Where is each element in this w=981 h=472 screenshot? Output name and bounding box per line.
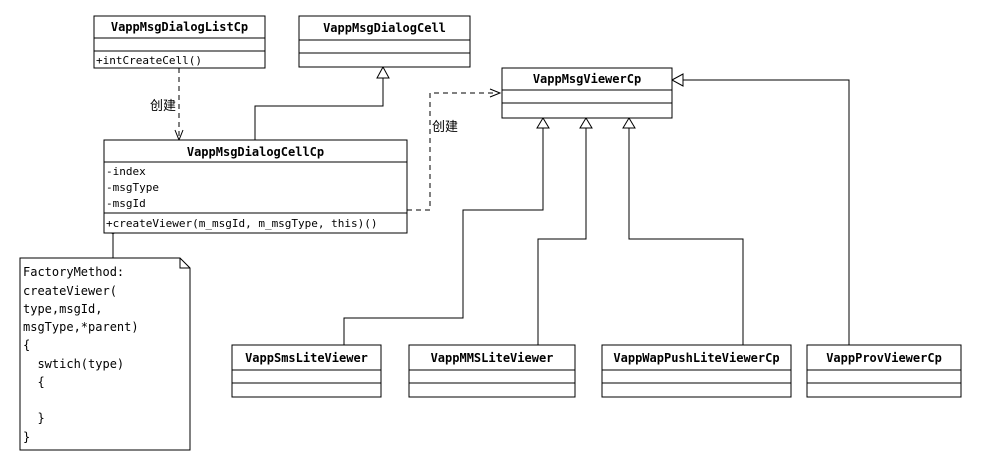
class-vappmsgdialogcell[interactable]: VappMsgDialogCell [298, 15, 471, 68]
class-attribute: -msgId [106, 197, 146, 210]
class-name: VappMsgDialogCellCp [187, 145, 324, 159]
class-name: VappWapPushLiteViewerCp [613, 351, 779, 365]
class-vappmsgdialoglistcp[interactable]: VappMsgDialogListCp +intCreateCell() [93, 15, 266, 69]
note-line: { [23, 338, 30, 352]
inheritance-sms-to-viewer [343, 117, 550, 345]
create-dependency-list-to-cellcp [174, 68, 184, 142]
class-vappmsgviewercp[interactable]: VappMsgViewerCp [501, 67, 673, 119]
class-name: VappMMSLiteViewer [431, 351, 554, 365]
note-factory-method[interactable]: FactoryMethod: createViewer( type,msgId,… [19, 257, 191, 451]
note-line: type,msgId, [23, 302, 102, 316]
create-label-2: 创建 [432, 120, 458, 135]
create-label-1: 创建 [150, 99, 176, 114]
class-name: VappMsgViewerCp [533, 72, 641, 86]
inheritance-mms-to-viewer [537, 117, 593, 345]
class-name: VappMsgDialogCell [323, 21, 446, 35]
inheritance-wap-to-viewer [622, 117, 744, 345]
inheritance-cellcp-to-dialogcell [254, 65, 390, 140]
class-vappmsgdialogcellcp[interactable]: VappMsgDialogCellCp -index -msgType -msg… [103, 139, 408, 234]
class-attribute: -index [106, 165, 146, 178]
note-line: } [23, 430, 30, 444]
class-vappsmsliteviewer[interactable]: VappSmsLiteViewer [231, 344, 382, 398]
class-method: +createViewer(m_msgId, m_msgType, this)(… [106, 217, 378, 230]
class-name: VappMsgDialogListCp [111, 20, 248, 34]
note-line: msgType,*parent) [23, 320, 139, 334]
note-line: createViewer( [23, 284, 117, 298]
note-line: swtich(type) [23, 357, 124, 371]
class-vappwappushliteviewercp[interactable]: VappWapPushLiteViewerCp [601, 344, 792, 398]
class-vappmmsliteviewer[interactable]: VappMMSLiteViewer [408, 344, 576, 398]
note-line: { [23, 375, 45, 389]
class-method: +intCreateCell() [96, 54, 202, 67]
create-dependency-cellcp-to-viewer [407, 88, 502, 211]
inheritance-prov-to-viewer [670, 73, 850, 345]
class-vappprovviewercp[interactable]: VappProvViewerCp [806, 344, 962, 398]
class-name: VappProvViewerCp [826, 351, 942, 365]
note-line: } [23, 411, 45, 425]
class-name: VappSmsLiteViewer [245, 351, 368, 365]
class-attribute: -msgType [106, 181, 159, 194]
note-line: FactoryMethod: [23, 265, 124, 279]
